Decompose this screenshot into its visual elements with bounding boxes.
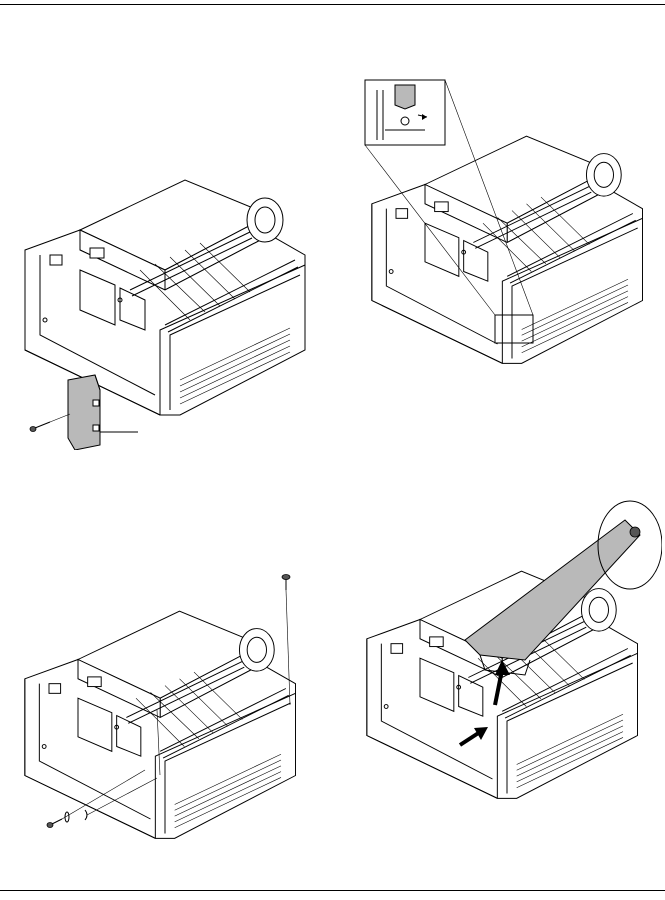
figure-hook-release-detail — [355, 75, 655, 375]
side-cover-part — [68, 375, 100, 450]
top-rule — [0, 4, 665, 5]
screw-icon — [282, 575, 290, 591]
bottom-rule — [0, 890, 665, 891]
figure-side-cover-removal — [20, 160, 320, 450]
screw-icon — [47, 819, 62, 828]
figure-screw-and-spring-removal — [15, 570, 315, 870]
screw-icon — [30, 422, 50, 432]
spring-icon — [65, 810, 87, 822]
figure-fuser-unit-lift-out — [350, 500, 662, 880]
